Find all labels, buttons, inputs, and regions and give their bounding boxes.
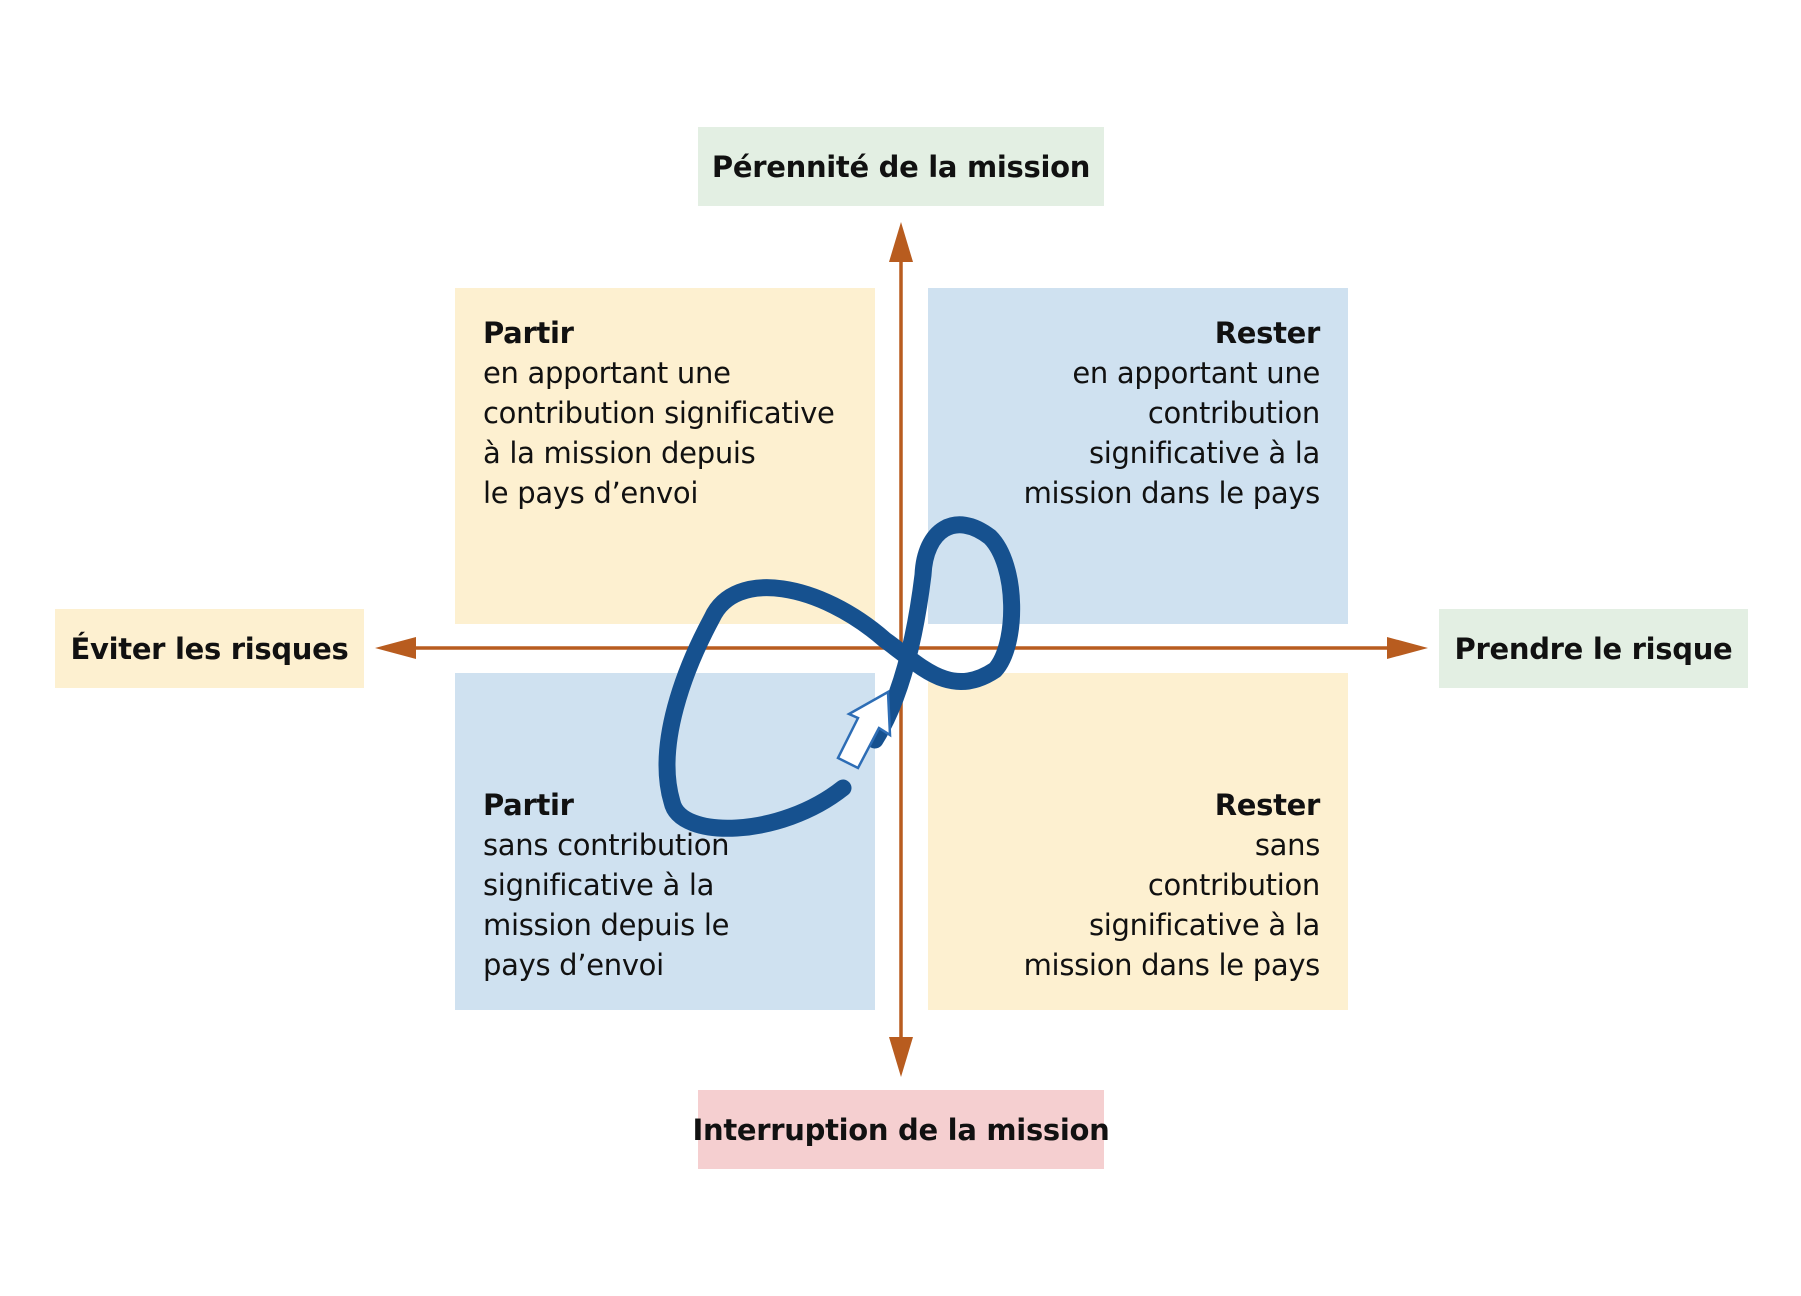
pole-mission-continuity-label: Pérennité de la mission <box>711 149 1091 184</box>
quadrant-description: en apportant une contribution significat… <box>483 356 835 510</box>
pole-mission-interruption: Interruption de la mission <box>693 1090 1110 1169</box>
quadrant-stay-with-contribution: Rester en apportant une contribution sig… <box>928 288 1348 624</box>
pole-take-risk: Prendre le risque <box>1439 609 1748 688</box>
pole-mission-interruption-label: Interruption de la mission <box>692 1112 1110 1147</box>
pole-avoid-risks: Éviter les risques <box>55 609 364 688</box>
quadrant-description: en apportant une contribution significat… <box>1023 356 1321 510</box>
quadrant-description: sans contribution significative à la mis… <box>483 828 730 982</box>
quadrant-stay-without-contribution: Rester sans contribution significative à… <box>928 673 1348 1010</box>
horizontal-axis-left-arrowhead <box>375 637 416 659</box>
pole-take-risk-label: Prendre le risque <box>1454 631 1733 666</box>
vertical-axis-top-arrowhead <box>889 222 913 262</box>
pole-mission-continuity: Pérennité de la mission <box>698 127 1104 206</box>
pole-avoid-risks-label: Éviter les risques <box>70 631 349 666</box>
quadrant-leave-without-contribution: Partir sans contribution significative à… <box>455 673 875 1010</box>
horizontal-axis-right-arrowhead <box>1387 637 1428 659</box>
quadrant-title: Rester <box>1214 316 1321 350</box>
quadrant-title: Partir <box>483 316 574 350</box>
quadrant-title: Rester <box>1214 788 1321 822</box>
quadrant-leave-with-contribution: Partir en apportant une contribution sig… <box>455 288 875 624</box>
vertical-axis-bottom-arrowhead <box>889 1037 913 1077</box>
horizontal-axis <box>375 637 1428 659</box>
quadrant-description: sans contribution significative à la mis… <box>1023 828 1321 982</box>
quadrant-title: Partir <box>483 788 574 822</box>
vertical-axis <box>889 222 913 1077</box>
